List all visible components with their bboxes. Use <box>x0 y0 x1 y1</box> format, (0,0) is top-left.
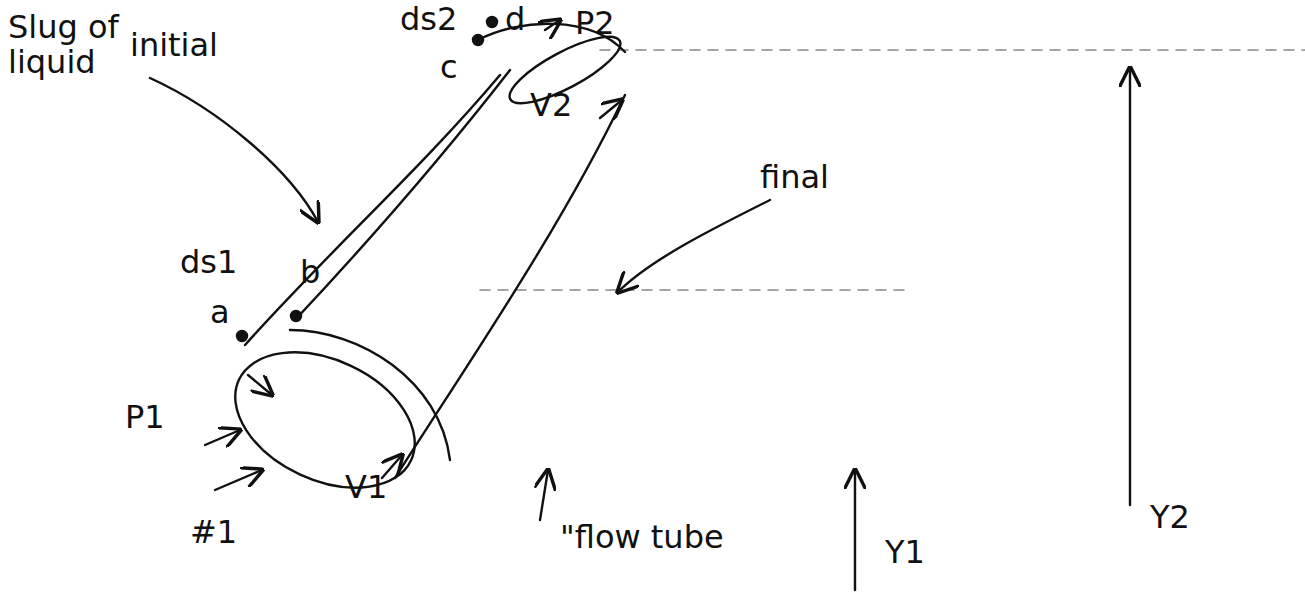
point <box>473 35 483 45</box>
label: c <box>440 50 458 85</box>
label: #1 <box>190 515 237 550</box>
label: P2 <box>575 6 615 41</box>
label: "flow tube <box>560 520 724 555</box>
slug-boundary <box>290 330 450 460</box>
label: ds2 <box>400 2 457 37</box>
label: d <box>505 2 525 37</box>
label: P1 <box>125 400 165 435</box>
point <box>237 331 247 341</box>
tube-wall <box>295 70 510 320</box>
leader-arrow <box>540 470 548 520</box>
label: initial <box>130 28 218 63</box>
leader-arrow <box>150 78 318 222</box>
pressure-arrow <box>545 20 560 30</box>
pressure-arrow <box>248 375 272 395</box>
point <box>487 17 497 27</box>
level-line <box>480 289 910 291</box>
tube-wall <box>245 75 500 345</box>
level-line <box>600 49 1305 51</box>
tube-wall <box>395 95 625 478</box>
height-arrow <box>1129 68 1131 505</box>
inlet-section <box>214 325 437 514</box>
height-arrow <box>854 470 856 590</box>
label: V1 <box>345 470 387 505</box>
velocity-arrow <box>600 100 622 118</box>
pressure-arrow <box>205 430 240 445</box>
point <box>291 311 301 321</box>
label: Y2 <box>1150 500 1190 535</box>
leader-arrow <box>618 200 770 292</box>
label: ds1 <box>180 245 237 280</box>
label: Y1 <box>885 535 925 570</box>
label: V2 <box>530 88 572 123</box>
label: b <box>300 255 320 290</box>
label: a <box>210 295 230 330</box>
label: final <box>760 160 829 195</box>
pressure-arrow <box>215 470 262 490</box>
